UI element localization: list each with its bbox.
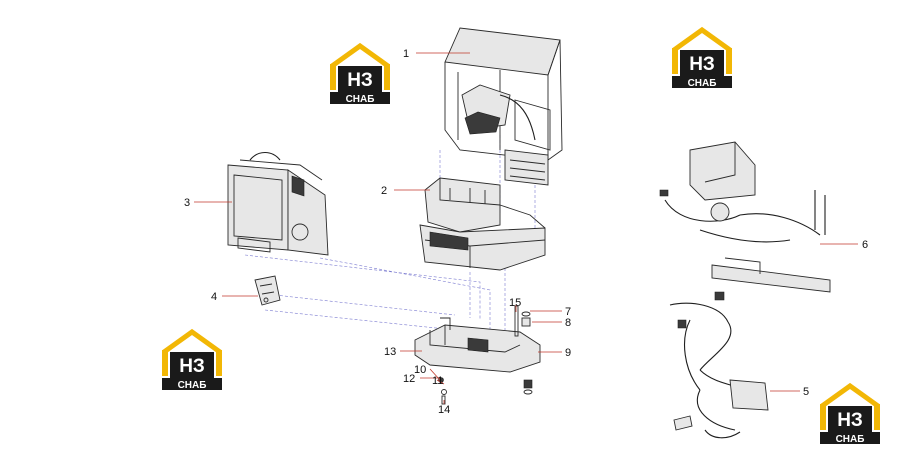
leader-lines bbox=[194, 52, 858, 404]
part-2-platform bbox=[419, 177, 546, 271]
part-6-rear-assembly bbox=[659, 141, 831, 293]
logo-caption: СНАБ bbox=[688, 78, 717, 89]
logo-caption: СНАБ bbox=[836, 434, 865, 445]
callout-13: 13 bbox=[384, 346, 396, 358]
logo-letters: НЗ bbox=[179, 356, 205, 377]
part-13-base-frame bbox=[414, 317, 541, 373]
callout-5: 5 bbox=[803, 386, 809, 398]
logo-mid-left: НЗ СНАБ bbox=[162, 328, 222, 391]
logo-caption: СНАБ bbox=[346, 94, 375, 105]
callout-8: 8 bbox=[565, 317, 571, 329]
part-5-harness bbox=[669, 291, 769, 439]
logo-top-left: НЗ СНАБ bbox=[330, 42, 390, 105]
part-3-control-panel bbox=[227, 151, 329, 256]
callout-4: 4 bbox=[211, 291, 217, 303]
callout-1: 1 bbox=[403, 48, 409, 60]
logo-bottom-right: НЗ СНАБ bbox=[820, 382, 880, 445]
logo-letters: НЗ bbox=[347, 70, 373, 91]
logo-letters: НЗ bbox=[837, 410, 863, 431]
callout-12: 12 bbox=[403, 373, 415, 385]
callout-9: 9 bbox=[565, 347, 571, 359]
callout-7: 7 bbox=[565, 306, 571, 318]
part-4-bracket bbox=[254, 275, 281, 306]
callout-3: 3 bbox=[184, 197, 190, 209]
callout-10: 10 bbox=[414, 364, 426, 376]
callout-14: 14 bbox=[438, 404, 450, 416]
callout-labels: 1 2 3 4 5 6 7 8 9 10 11 12 13 14 15 bbox=[184, 48, 868, 416]
logo-top-right: НЗ СНАБ bbox=[672, 26, 732, 89]
callout-6: 6 bbox=[862, 239, 868, 251]
logo-caption: СНАБ bbox=[178, 380, 207, 391]
logo-letters: НЗ bbox=[689, 54, 715, 75]
part-1-cab bbox=[444, 27, 563, 186]
callout-2: 2 bbox=[381, 185, 387, 197]
callout-15: 15 bbox=[509, 297, 521, 309]
assembly-guides bbox=[244, 135, 536, 331]
callout-11: 11 bbox=[432, 375, 443, 387]
